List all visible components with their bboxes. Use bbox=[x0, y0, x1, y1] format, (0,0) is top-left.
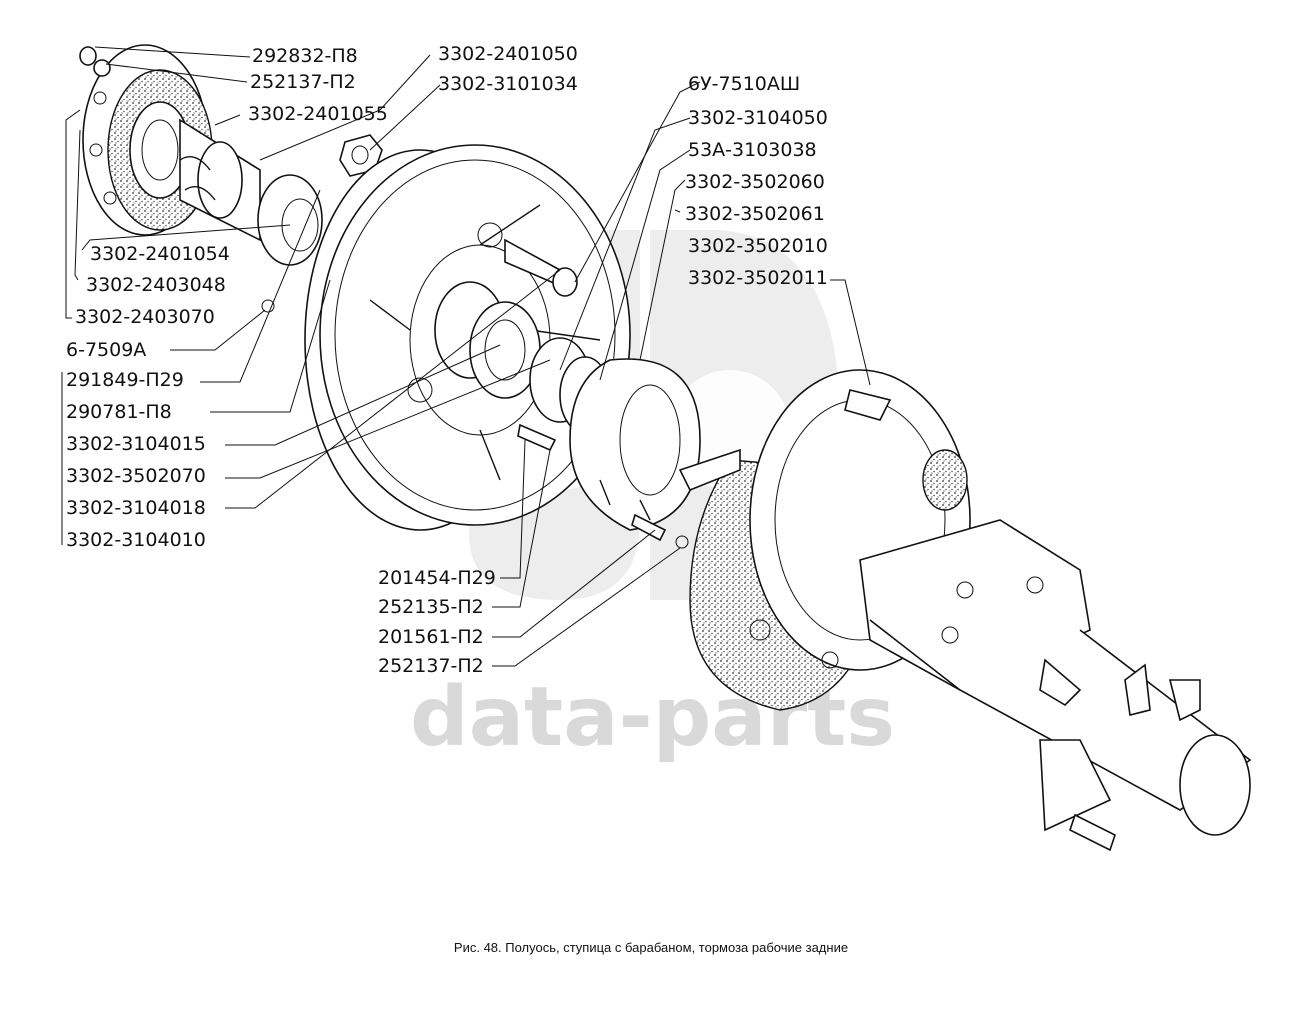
part-label-3302-3104050: 3302-3104050 bbox=[688, 107, 828, 129]
part-label-3302-3502070: 3302-3502070 bbox=[66, 465, 206, 487]
wheel-stud bbox=[504, 238, 578, 297]
part-label-201561-p2: 201561-П2 bbox=[378, 626, 484, 648]
part-label-252135-p2: 252135-П2 bbox=[378, 596, 484, 618]
hub-flange bbox=[79, 44, 213, 236]
part-label-252137-p2-bottom: 252137-П2 bbox=[378, 655, 484, 677]
part-label-3302-3104018: 3302-3104018 bbox=[66, 497, 206, 519]
part-label-3302-2401054: 3302-2401054 bbox=[90, 243, 230, 265]
part-label-3302-3502060: 3302-3502060 bbox=[685, 171, 825, 193]
part-label-292832-p8: 292832-П8 bbox=[252, 45, 358, 67]
part-label-3302-3104015: 3302-3104015 bbox=[66, 433, 206, 455]
part-label-3302-3104010: 3302-3104010 bbox=[66, 529, 206, 551]
part-label-290781-p8: 290781-П8 bbox=[66, 401, 172, 423]
part-label-3302-3101034: 3302-3101034 bbox=[438, 73, 578, 95]
part-label-3302-2403048: 3302-2403048 bbox=[86, 274, 226, 296]
brake-drum bbox=[304, 144, 631, 531]
part-label-3302-2401050: 3302-2401050 bbox=[438, 43, 578, 65]
figure-caption: Рис. 48. Полуось, ступица с барабаном, т… bbox=[453, 940, 849, 955]
axle-shaft-splines bbox=[179, 118, 323, 266]
part-label-252137-p2-top: 252137-П2 bbox=[250, 71, 356, 93]
part-label-3302-3502011: 3302-3502011 bbox=[688, 267, 828, 289]
part-label-201454-p29: 201454-П29 bbox=[378, 567, 496, 589]
part-label-6u-7510ash: 6У-7510АШ bbox=[688, 73, 800, 95]
part-label-6-7509a: 6-7509А bbox=[66, 339, 146, 361]
part-label-291849-p29: 291849-П29 bbox=[66, 369, 184, 391]
part-label-3302-3502010: 3302-3502010 bbox=[688, 235, 828, 257]
part-label-3302-3502061: 3302-3502061 bbox=[685, 203, 825, 225]
part-label-53a-3103038: 53А-3103038 bbox=[688, 139, 817, 161]
part-label-3302-2401055: 3302-2401055 bbox=[248, 103, 388, 125]
leader-lines bbox=[61, 46, 871, 667]
axle-housing bbox=[859, 519, 1252, 852]
part-label-3302-2403070: 3302-2403070 bbox=[75, 306, 215, 328]
part-labels: 292832-П8 252137-П2 3302-2401050 3302-31… bbox=[66, 43, 828, 677]
